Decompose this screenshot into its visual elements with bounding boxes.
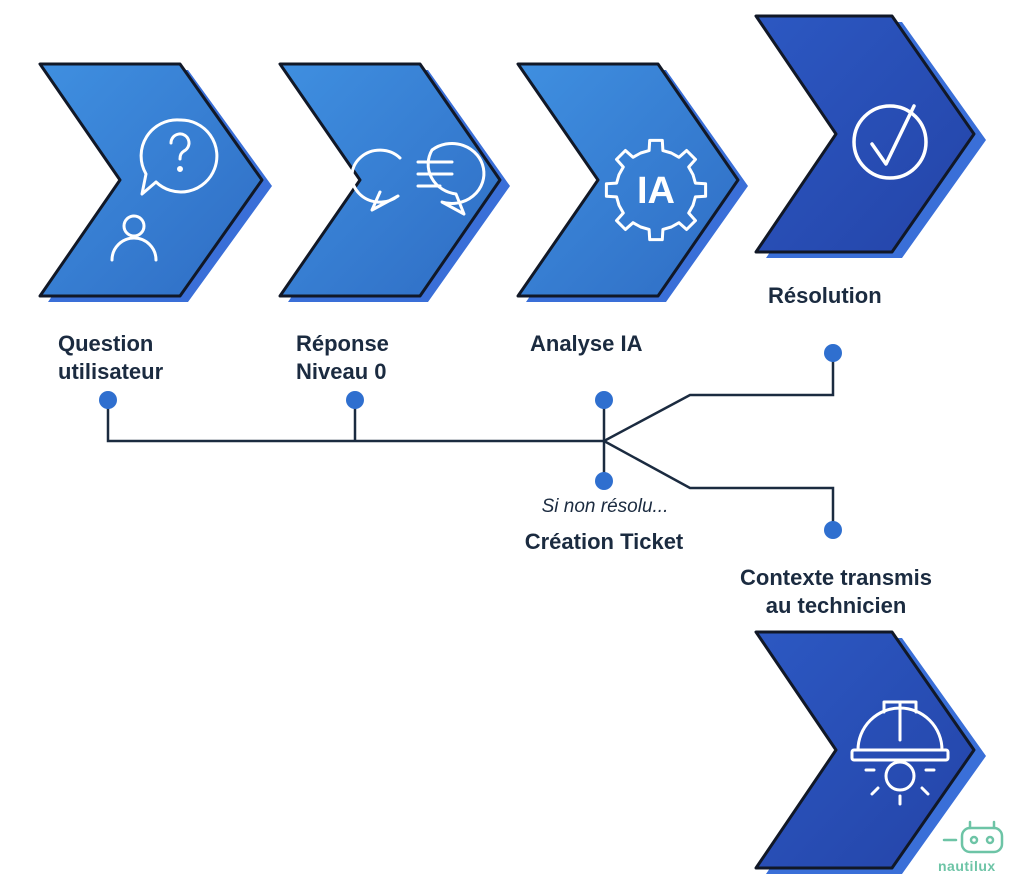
step-label-question: Question utilisateur bbox=[58, 330, 176, 386]
dot-resolution bbox=[824, 344, 842, 362]
dot-reponse bbox=[346, 391, 364, 409]
step-label-reponse: Réponse Niveau 0 bbox=[296, 330, 414, 386]
step-label-line: Contexte transmis bbox=[740, 565, 932, 590]
ai-gear-icon: IA bbox=[604, 138, 708, 242]
chevron-body bbox=[516, 62, 740, 298]
step-label-technicien: Contexte transmis au technicien bbox=[718, 564, 954, 620]
question-user-icon bbox=[110, 118, 219, 262]
connector-dots bbox=[99, 344, 842, 539]
chevron-technicien bbox=[754, 630, 986, 874]
dot-question bbox=[99, 391, 117, 409]
brand-logo-icon bbox=[942, 820, 1004, 854]
step-label-line: Analyse IA bbox=[530, 331, 643, 356]
brand-name: nautilux bbox=[938, 858, 996, 874]
step-label-line: utilisateur bbox=[58, 359, 164, 384]
ai-icon-text: IA bbox=[637, 170, 675, 212]
step-label-analyse: Analyse IA bbox=[530, 330, 680, 358]
step-label-line: Résolution bbox=[768, 283, 882, 308]
connector-lines bbox=[106, 353, 835, 530]
step-label-line: Niveau 0 bbox=[296, 359, 387, 384]
technician-helmet-icon bbox=[850, 700, 950, 806]
chevron-analyse: IA bbox=[516, 62, 748, 302]
chat-bubbles-icon bbox=[350, 142, 486, 216]
checkmark-icon bbox=[852, 104, 928, 180]
dot-ticket bbox=[595, 472, 613, 490]
step-label-line: au technicien bbox=[765, 593, 907, 618]
chevron-question bbox=[38, 62, 272, 302]
step-label-ticket: Création Ticket bbox=[504, 528, 704, 556]
step-label-line: Création Ticket bbox=[524, 529, 684, 554]
step-label-resolution: Résolution bbox=[768, 282, 908, 310]
chevron-body bbox=[754, 14, 976, 254]
connector-resolution bbox=[603, 353, 835, 443]
connector-main bbox=[106, 400, 604, 443]
connector-technicien bbox=[603, 439, 835, 530]
chevron-body bbox=[278, 62, 502, 298]
dot-technicien bbox=[824, 521, 842, 539]
ticket-note: Si non résolu... bbox=[541, 496, 669, 517]
chevron-resolution bbox=[754, 14, 986, 258]
chevron-reponse bbox=[278, 62, 510, 302]
dot-analyse bbox=[595, 391, 613, 409]
step-label-line: Réponse bbox=[296, 331, 389, 356]
step-label-line: Question bbox=[58, 331, 154, 356]
chevron-body bbox=[38, 62, 264, 298]
